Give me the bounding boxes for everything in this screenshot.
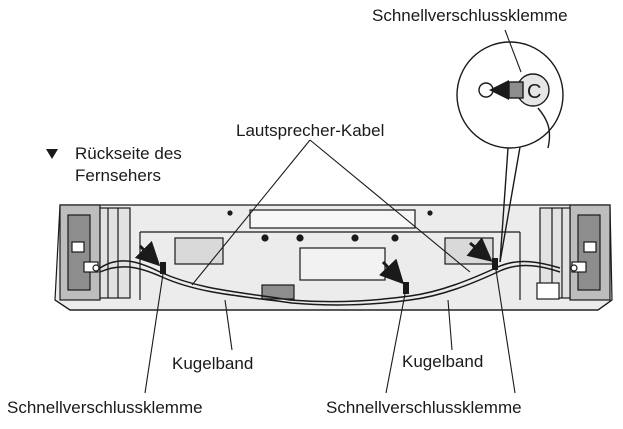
speaker-cables <box>99 260 561 306</box>
down-triangle-icon <box>46 149 58 159</box>
speaker-cable-pointers <box>191 139 471 286</box>
left-side-bracket <box>59 204 131 301</box>
clamp-top-pointer <box>504 29 522 73</box>
bottom-pointers <box>144 269 516 394</box>
rear-heading-line1: Rückseite des <box>75 144 182 163</box>
clamp-bottom-right-label: Schnellverschlussklemme <box>326 398 522 417</box>
clamp-zoom-callout: C <box>456 41 564 263</box>
svg-text:C: C <box>527 81 541 103</box>
ball-band-right-label: Kugelband <box>402 352 484 371</box>
rear-heading-line2: Fernsehers <box>75 166 161 185</box>
arrow-icon <box>466 237 493 262</box>
clamp-top-label: Schnellverschlussklemme <box>372 6 568 25</box>
clamp-arrows <box>134 237 493 285</box>
ball-band-left-label: Kugelband <box>172 354 254 373</box>
clamp-bottom-left-label: Schnellverschlussklemme <box>7 398 203 417</box>
arrow-icon <box>134 240 161 267</box>
speaker-cable-label: Lautsprecher-Kabel <box>236 121 385 140</box>
arrow-icon <box>378 258 405 285</box>
quick-release-clamps <box>160 258 498 294</box>
